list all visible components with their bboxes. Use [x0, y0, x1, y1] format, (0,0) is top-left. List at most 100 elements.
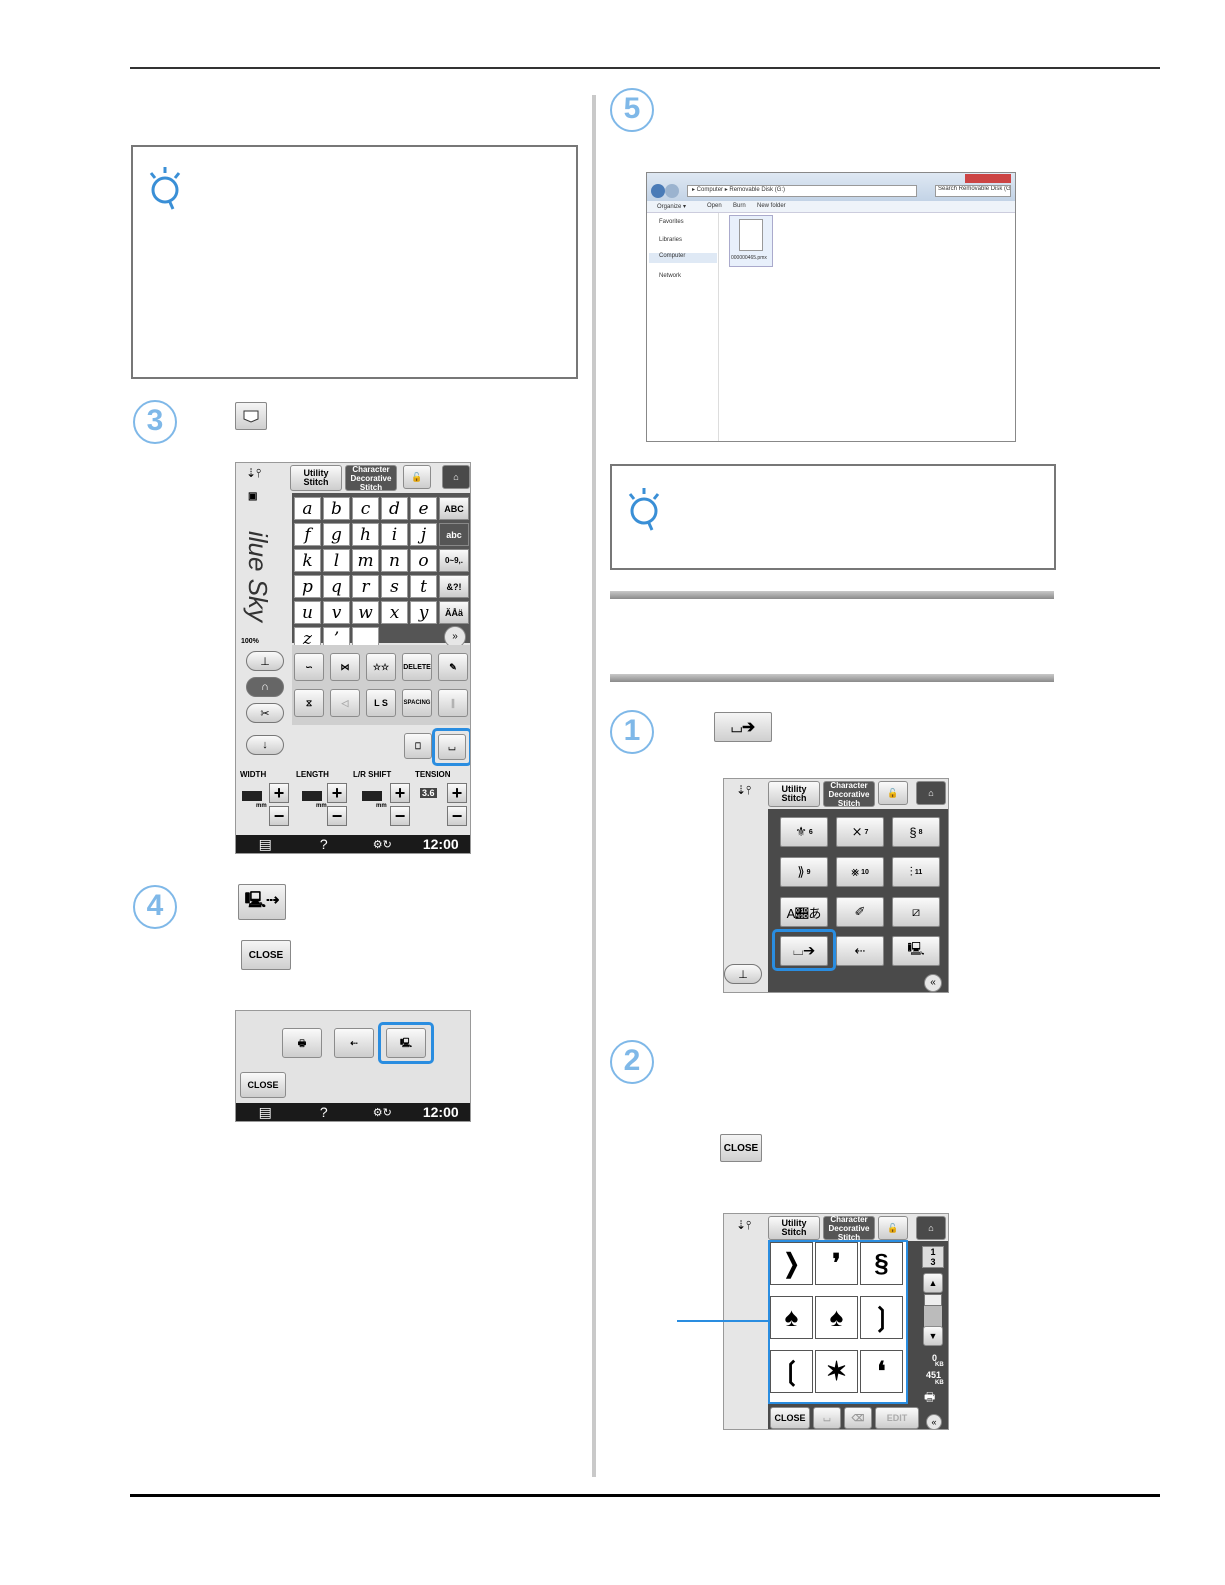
toolbar-open[interactable]: Open — [707, 203, 722, 209]
key-f[interactable]: f — [294, 523, 321, 546]
pattern-cell[interactable]: ✶ — [815, 1350, 858, 1393]
shift-minus-button[interactable]: − — [390, 806, 410, 826]
scroll-up-button[interactable]: « — [926, 1414, 942, 1429]
key-m[interactable]: m — [352, 549, 379, 572]
toolbar-organize[interactable]: Organize ▾ — [657, 204, 687, 210]
key-u[interactable]: u — [294, 601, 321, 624]
computer-button[interactable]: 🖳 — [386, 1028, 426, 1058]
settings-icon[interactable]: ⚙↻ — [372, 1106, 392, 1119]
align-button[interactable]: ◁ — [330, 689, 360, 717]
pattern-cell[interactable]: ♠ — [815, 1296, 858, 1339]
pattern-cell[interactable]: ❳ — [860, 1296, 903, 1339]
needle-position-button[interactable]: ∩ — [246, 677, 284, 697]
computer-retrieve-button[interactable]: 🖳 — [892, 936, 940, 966]
nav-network[interactable]: Network — [659, 273, 682, 279]
width-plus-button[interactable]: + — [269, 783, 289, 803]
address-bar[interactable]: ▸ Computer ▸ Removable Disk (G:) — [687, 185, 917, 197]
scroll-up-button[interactable]: « — [924, 974, 942, 992]
pattern-cell[interactable]: ❲ — [770, 1350, 813, 1393]
key-j[interactable]: j — [410, 523, 437, 546]
close-inline-button[interactable]: CLOSE — [241, 940, 291, 970]
close-button[interactable]: CLOSE — [240, 1072, 286, 1098]
category-11[interactable]: ⫶11 — [892, 857, 940, 887]
category-6[interactable]: ⚜6 — [780, 817, 828, 847]
lock-button[interactable]: 🔓 — [878, 1216, 908, 1240]
key-x[interactable]: x — [381, 601, 408, 624]
machine-memory-button[interactable]: 🖶 — [282, 1028, 322, 1058]
tab-character-stitch[interactable]: Character Decorative Stitch — [823, 781, 875, 808]
toolbar-new-folder[interactable]: New folder — [757, 203, 786, 209]
key-k[interactable]: k — [294, 549, 321, 572]
search-box[interactable]: Search Removable Disk (G:) — [935, 185, 1011, 197]
width-minus-button[interactable]: − — [269, 806, 289, 826]
key-s[interactable]: s — [381, 575, 408, 598]
home-button[interactable]: ⌂ — [916, 1216, 946, 1240]
key-v[interactable]: v — [323, 601, 350, 624]
thread-button[interactable]: ∽ — [294, 653, 324, 681]
key-q[interactable]: q — [323, 575, 350, 598]
lock-button[interactable]: 🔓 — [878, 781, 908, 805]
my-custom-stitch-button[interactable]: ✐ — [836, 897, 884, 927]
nav-computer[interactable]: Computer — [649, 253, 717, 263]
edit-button[interactable]: EDIT — [875, 1407, 919, 1429]
presser-foot-button[interactable]: ⊥ — [246, 651, 284, 671]
key-n[interactable]: n — [381, 549, 408, 572]
close-button[interactable]: CLOSE — [770, 1407, 810, 1429]
character-category-button[interactable]: A𝒝あ — [780, 897, 828, 927]
home-button[interactable]: ⌂ — [442, 465, 470, 489]
book-button[interactable]: ⎕ — [404, 733, 432, 759]
help-button[interactable]: ? — [319, 1104, 328, 1120]
tab-character-stitch[interactable]: Character Decorative Stitch — [345, 465, 397, 492]
length-plus-button[interactable]: + — [327, 783, 347, 803]
usb-retrieve-button[interactable]: ⇠ — [836, 936, 884, 966]
tension-minus-button[interactable]: − — [447, 806, 467, 826]
help-button[interactable]: ? — [319, 836, 328, 852]
key-e[interactable]: e — [410, 497, 437, 520]
key-p[interactable]: p — [294, 575, 321, 598]
computer-usb-button[interactable]: 🖳⇢ — [238, 884, 286, 920]
length-minus-button[interactable]: − — [327, 806, 347, 826]
size-button[interactable]: L S — [366, 689, 396, 717]
retrieve-pocket-button[interactable]: ⌴➔ — [714, 712, 772, 742]
category-10[interactable]: ⨳10 — [836, 857, 884, 887]
key-c[interactable]: c — [352, 497, 379, 520]
scrollbar-thumb[interactable] — [924, 1294, 942, 1306]
settings-icon[interactable]: ⚙↻ — [372, 838, 392, 851]
home-button[interactable]: ⌂ — [916, 781, 946, 805]
delete-button[interactable]: DELETE — [402, 653, 432, 681]
repeat-button[interactable]: ☆☆ — [366, 653, 396, 681]
pattern-cell[interactable]: ❜ — [815, 1242, 858, 1285]
pocket-button[interactable]: ⌴ — [813, 1407, 841, 1429]
key-mode-accents[interactable]: ÄÅä — [439, 601, 469, 624]
key-o[interactable]: o — [410, 549, 437, 572]
nav-libraries[interactable]: Libraries — [659, 237, 683, 243]
category-8[interactable]: §8 — [892, 817, 940, 847]
file-item[interactable]: 000000465.pmx — [729, 215, 773, 267]
key-h[interactable]: h — [352, 523, 379, 546]
pattern-cell[interactable]: § — [860, 1242, 903, 1285]
pen-button[interactable]: ✎ — [438, 653, 468, 681]
needle-down-button[interactable]: ↓ — [246, 735, 284, 755]
usb-button[interactable]: ⇠ — [334, 1028, 374, 1058]
spacing-button[interactable]: SPACING — [402, 689, 432, 717]
tab-utility-stitch[interactable]: Utility Stitch — [768, 1216, 820, 1240]
pattern-cell[interactable]: ♠ — [770, 1296, 813, 1339]
key-t[interactable]: t — [410, 575, 437, 598]
nav-favorites[interactable]: Favorites — [659, 219, 684, 225]
key-mode-lower[interactable]: abc — [439, 523, 469, 546]
pocket-button[interactable] — [235, 402, 267, 430]
thread-cutter-button[interactable]: ✂ — [246, 703, 284, 723]
stitch-density-button[interactable]: ⋈ — [330, 653, 360, 681]
retrieve-memory-button[interactable]: ⌴➔ — [780, 936, 828, 966]
twin-needle-button[interactable]: ∥ — [438, 689, 468, 717]
mirror-button[interactable]: ⧖ — [294, 689, 324, 717]
key-mode-symbols[interactable]: &?! — [439, 575, 469, 598]
category-7[interactable]: ⨯7 — [836, 817, 884, 847]
key-mode-upper[interactable]: ABC — [439, 497, 469, 520]
delete-pattern-button[interactable]: ⌫ — [844, 1407, 872, 1429]
presser-foot-button[interactable]: ⊥ — [724, 964, 762, 984]
toolbar-burn[interactable]: Burn — [733, 203, 746, 209]
category-9[interactable]: ⟫9 — [780, 857, 828, 887]
lock-button[interactable]: 🔓 — [403, 465, 431, 489]
forward-button[interactable] — [665, 184, 679, 198]
